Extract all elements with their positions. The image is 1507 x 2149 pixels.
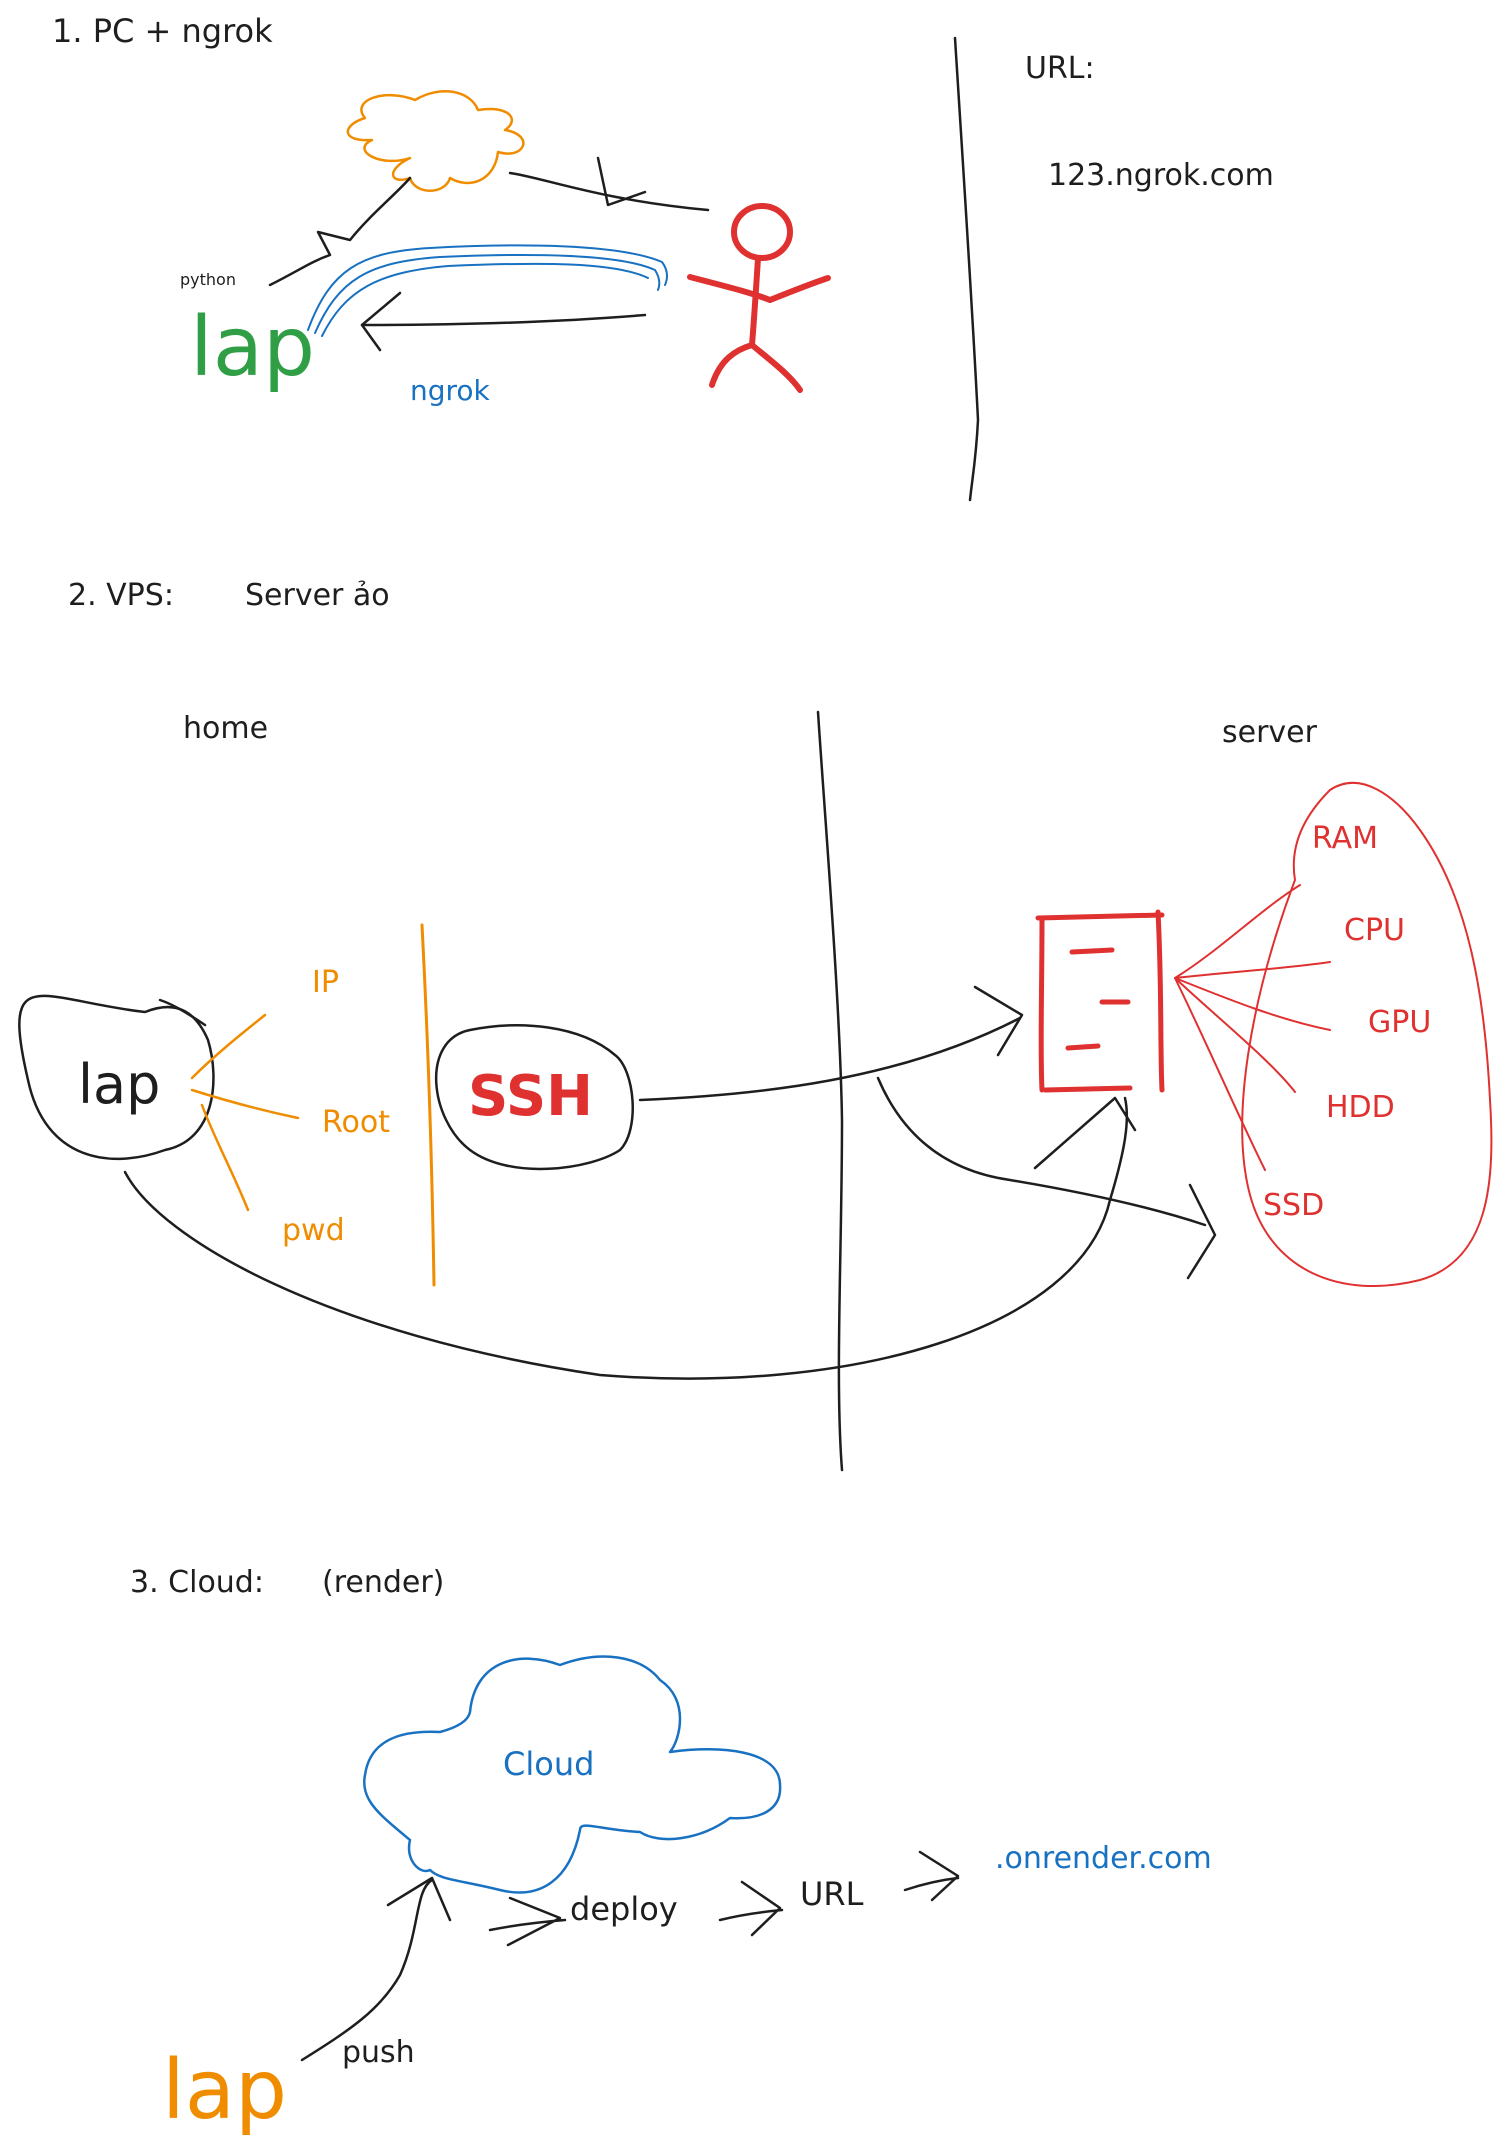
url-label: URL <box>800 1875 864 1913</box>
divider-to-resources-arrow <box>876 1076 1207 1227</box>
section3-heading: 3. Cloud: <box>130 1565 264 1600</box>
lap-to-root-line <box>190 1088 300 1120</box>
lap-node-outline <box>18 994 215 1161</box>
section3-subtitle: (render) <box>322 1565 444 1600</box>
deploy-label: deploy <box>570 1890 678 1928</box>
user-to-lap-arrow <box>360 313 647 327</box>
push-arrowhead <box>386 1876 452 1922</box>
lap-to-server-arrowhead <box>1033 1096 1137 1170</box>
user-stick-figure <box>687 203 831 393</box>
push-arrow <box>300 1878 434 2062</box>
lap-to-ip-line <box>190 1013 267 1080</box>
divider-to-resources-arrowhead <box>1186 1183 1217 1280</box>
section2-heading: 2. VPS: <box>68 578 174 613</box>
ngrok-tunnel-line <box>307 244 668 331</box>
resource-ram: RAM <box>1312 821 1378 856</box>
cloud-to-deploy-arrow <box>488 1896 567 1947</box>
url-to-domain-arrow <box>903 1850 960 1902</box>
home-inner-divider <box>420 923 436 1287</box>
section2-subtitle: Server ảo <box>245 578 390 613</box>
pwd-label: pwd <box>282 1213 345 1248</box>
ssh-to-server-arrowhead <box>973 985 1024 1057</box>
section1-heading: 1. PC + ngrok <box>52 12 273 50</box>
lap-node-label: lap <box>78 1053 160 1116</box>
push-label: push <box>342 2035 415 2070</box>
server-rack-icon <box>1035 909 1165 1093</box>
render-cloud-shape <box>362 1655 782 1894</box>
lap-to-server-arrow <box>123 1096 1129 1380</box>
resource-gpu: GPU <box>1368 1005 1431 1040</box>
ssh-node-outline <box>435 1024 634 1171</box>
lap-label-orange: lap <box>162 2043 287 2138</box>
lap-node-tick <box>158 998 207 1027</box>
cloud-label: Cloud <box>503 1745 594 1783</box>
internet-cloud-shape <box>346 90 525 192</box>
resource-hdd: HDD <box>1326 1090 1395 1125</box>
lap-to-pwd-line <box>200 1103 250 1212</box>
resource-cpu: CPU <box>1344 913 1405 948</box>
ngrok-tunnel-line <box>321 262 649 337</box>
python-label: python <box>180 270 236 289</box>
domain-label: .onrender.com <box>995 1841 1212 1876</box>
deploy-to-url-arrow <box>718 1880 784 1937</box>
ngrok-label: ngrok <box>410 374 491 407</box>
user-to-lap-arrowhead <box>360 291 402 352</box>
python-to-cloud-arrow <box>268 176 412 287</box>
root-label: Root <box>322 1105 390 1140</box>
server-resource-links <box>1174 884 1331 1171</box>
section2-divider <box>816 710 844 1472</box>
url-heading: URL: <box>1025 51 1095 86</box>
ngrok-tunnel-line <box>314 254 661 334</box>
cloud-to-user-arrow <box>508 171 710 212</box>
section1-divider <box>953 36 980 502</box>
server-label: server <box>1222 715 1318 750</box>
cloud-to-user-arrowhead <box>596 156 647 207</box>
lap-label-green: lap <box>190 300 315 395</box>
ssh-label: SSH <box>468 1064 593 1129</box>
resource-ssd: SSD <box>1263 1188 1324 1223</box>
url-value: 123.ngrok.com <box>1048 158 1274 193</box>
home-label: home <box>183 711 268 746</box>
ssh-to-server-arrow <box>638 1016 1022 1102</box>
resources-group-outline <box>1241 781 1493 1288</box>
ip-label: IP <box>312 965 339 1000</box>
